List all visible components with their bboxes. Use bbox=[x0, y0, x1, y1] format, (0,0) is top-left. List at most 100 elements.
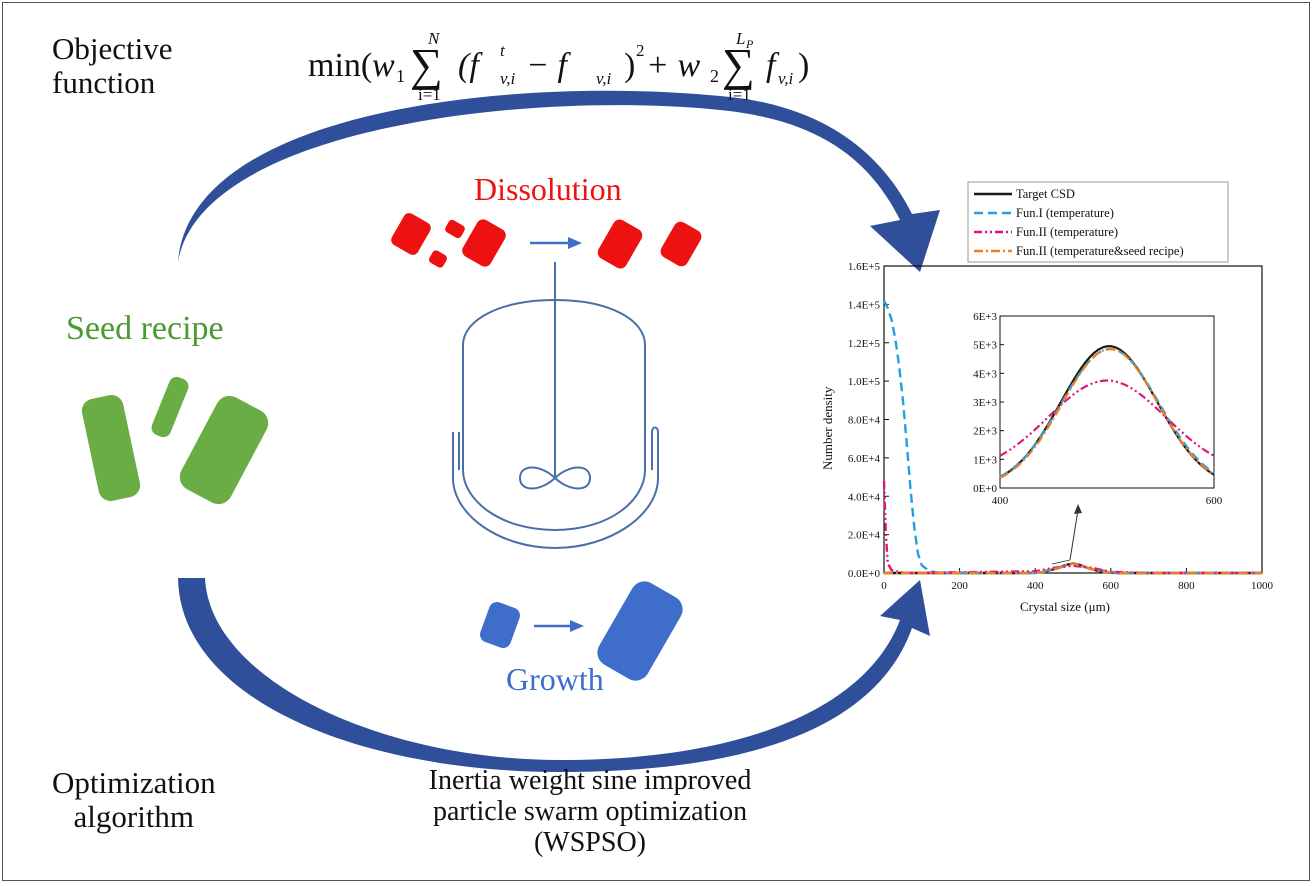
formula-term1-sup: t bbox=[500, 41, 506, 60]
formula-w1-sub: 1 bbox=[396, 66, 405, 86]
inset-pointer-head bbox=[1074, 504, 1082, 514]
main-series bbox=[882, 300, 1262, 575]
green-cylinder bbox=[81, 395, 141, 501]
inset-series-line bbox=[999, 347, 1215, 479]
objective-formula: min( w 1 N ∑ i=1 (f t v,i − f v,i ) 2 + … bbox=[308, 29, 809, 104]
x-tick-label: 0 bbox=[881, 580, 887, 592]
blue-cylinder bbox=[480, 602, 520, 648]
inset-y-tick-label: 3E+3 bbox=[973, 397, 997, 409]
red-cylinder bbox=[429, 250, 447, 268]
formula-plus-w2: + w bbox=[646, 47, 700, 84]
y-ticks: 0.0E+02.0E+44.0E+46.0E+48.0E+41.0E+51.2E… bbox=[848, 261, 889, 580]
x-tick-label: 600 bbox=[1103, 580, 1120, 592]
inset-y-tick-label: 4E+3 bbox=[973, 368, 997, 380]
legend-entry: Fun.II (temperature) bbox=[1016, 225, 1118, 239]
objective-function-label: Objective function bbox=[52, 31, 173, 101]
red-cylinder bbox=[462, 219, 506, 267]
red-cylinder bbox=[445, 219, 465, 239]
inset-pointer-arm bbox=[1051, 559, 1071, 565]
dissolution-arrow bbox=[530, 237, 582, 249]
inset-y-tick-label: 0E+0 bbox=[973, 483, 997, 495]
series-line bbox=[884, 562, 1262, 575]
red-cylinder bbox=[660, 221, 702, 267]
x-tick-label: 200 bbox=[951, 580, 968, 592]
series-line bbox=[884, 562, 1262, 575]
sum1-sigma: ∑ bbox=[410, 39, 443, 90]
y-tick-label: 0.0E+0 bbox=[848, 568, 881, 580]
formula-end: ) bbox=[798, 47, 809, 84]
inset-y-tick-label: 6E+3 bbox=[973, 311, 997, 323]
red-cylinder bbox=[597, 219, 643, 269]
optimization-line-2: algorithm bbox=[73, 799, 195, 835]
dissolution-label: Dissolution bbox=[474, 171, 622, 207]
formula-w2-sub: 2 bbox=[710, 66, 719, 86]
inset-x-ticks: 400 600 bbox=[992, 495, 1223, 507]
formula-term1-sub: v,i bbox=[500, 69, 516, 88]
algorithm-line-2: particle swarm optimization bbox=[432, 795, 748, 827]
formula-w1: w bbox=[372, 47, 395, 84]
y-tick-label: 4.0E+4 bbox=[848, 491, 881, 503]
legend-entry: Fun.I (temperature) bbox=[1016, 206, 1114, 220]
growth-arrow bbox=[534, 620, 584, 632]
y-tick-label: 1.6E+5 bbox=[848, 261, 881, 273]
optimization-algorithm-label: Optimization algorithm bbox=[52, 765, 216, 835]
sum2-sigma: ∑ bbox=[722, 39, 755, 90]
objective-line-1: Objective bbox=[52, 31, 173, 66]
algorithm-line-1: Inertia weight sine improved bbox=[428, 765, 752, 796]
inset-series bbox=[999, 345, 1215, 479]
y-tick-label: 8.0E+4 bbox=[848, 415, 881, 427]
sum2-top-sub: P bbox=[745, 37, 754, 51]
legend-box bbox=[967, 181, 1229, 263]
formula-term2-sub: v,i bbox=[596, 69, 612, 88]
sum1-bottom: i=1 bbox=[418, 85, 441, 104]
formula-f3-sub: v,i bbox=[778, 69, 794, 88]
inset-x-tick-label: 600 bbox=[1206, 495, 1223, 507]
inset-x-tick-label: 400 bbox=[992, 495, 1009, 507]
legend-entry: Fun.II (temperature&seed recipe) bbox=[1016, 244, 1184, 258]
formula-sq: 2 bbox=[636, 41, 645, 60]
legend-entry: Target CSD bbox=[1016, 187, 1075, 201]
growth-crystals bbox=[480, 581, 683, 681]
green-cylinder bbox=[179, 395, 269, 505]
formula-min: min( bbox=[308, 47, 372, 84]
blue-cylinder bbox=[597, 581, 683, 681]
stirrer-blade bbox=[518, 466, 592, 490]
x-tick-label: 400 bbox=[1027, 580, 1044, 592]
x-ticks: 0 200 400 600 800 1000 bbox=[881, 568, 1274, 592]
inset-y-tick-label: 1E+3 bbox=[973, 454, 997, 466]
y-tick-label: 6.0E+4 bbox=[848, 453, 881, 465]
red-cylinder bbox=[391, 213, 431, 255]
inset-plot-area bbox=[999, 315, 1215, 489]
inset-series-line bbox=[999, 379, 1215, 457]
formula-minus: − f bbox=[526, 47, 571, 84]
csd-chart: 0.0E+02.0E+44.0E+46.0E+48.0E+41.0E+51.2E… bbox=[820, 181, 1274, 614]
green-cylinder bbox=[151, 376, 189, 438]
formula-close-sq: ) bbox=[624, 47, 635, 84]
algorithm-line-3: (WSPSO) bbox=[533, 826, 646, 858]
reactor bbox=[452, 262, 659, 550]
seed-crystals bbox=[81, 376, 269, 505]
sum1-top: N bbox=[427, 29, 441, 48]
inset-y-ticks: 0E+0 1E+3 2E+3 3E+3 4E+3 5E+3 6E+3 bbox=[973, 311, 1004, 495]
reactor-jacket bbox=[452, 426, 659, 550]
optimization-line-1: Optimization bbox=[52, 765, 216, 800]
reactor-vessel bbox=[462, 298, 646, 532]
inset-y-tick-label: 2E+3 bbox=[973, 426, 997, 438]
sum2-top: L bbox=[735, 29, 745, 48]
x-tick-label: 800 bbox=[1178, 580, 1195, 592]
formula-term1: (f bbox=[458, 47, 483, 84]
growth-label: Growth bbox=[506, 661, 604, 697]
y-tick-label: 1.4E+5 bbox=[848, 299, 881, 311]
x-tick-label: 1000 bbox=[1251, 580, 1274, 592]
x-axis-label: Crystal size (μm) bbox=[1020, 599, 1110, 614]
objective-line-2: function bbox=[52, 65, 156, 101]
inset-y-tick-label: 5E+3 bbox=[973, 340, 997, 352]
y-tick-label: 1.0E+5 bbox=[848, 376, 881, 388]
y-tick-label: 1.2E+5 bbox=[848, 338, 881, 350]
sum2-bottom: i=1 bbox=[728, 85, 751, 104]
dissolution-crystals bbox=[391, 213, 702, 269]
legend: Target CSD Fun.I (temperature) Fun.II (tem… bbox=[974, 187, 1184, 258]
algorithm-name: Inertia weight sine improved particle sw… bbox=[360, 765, 820, 858]
